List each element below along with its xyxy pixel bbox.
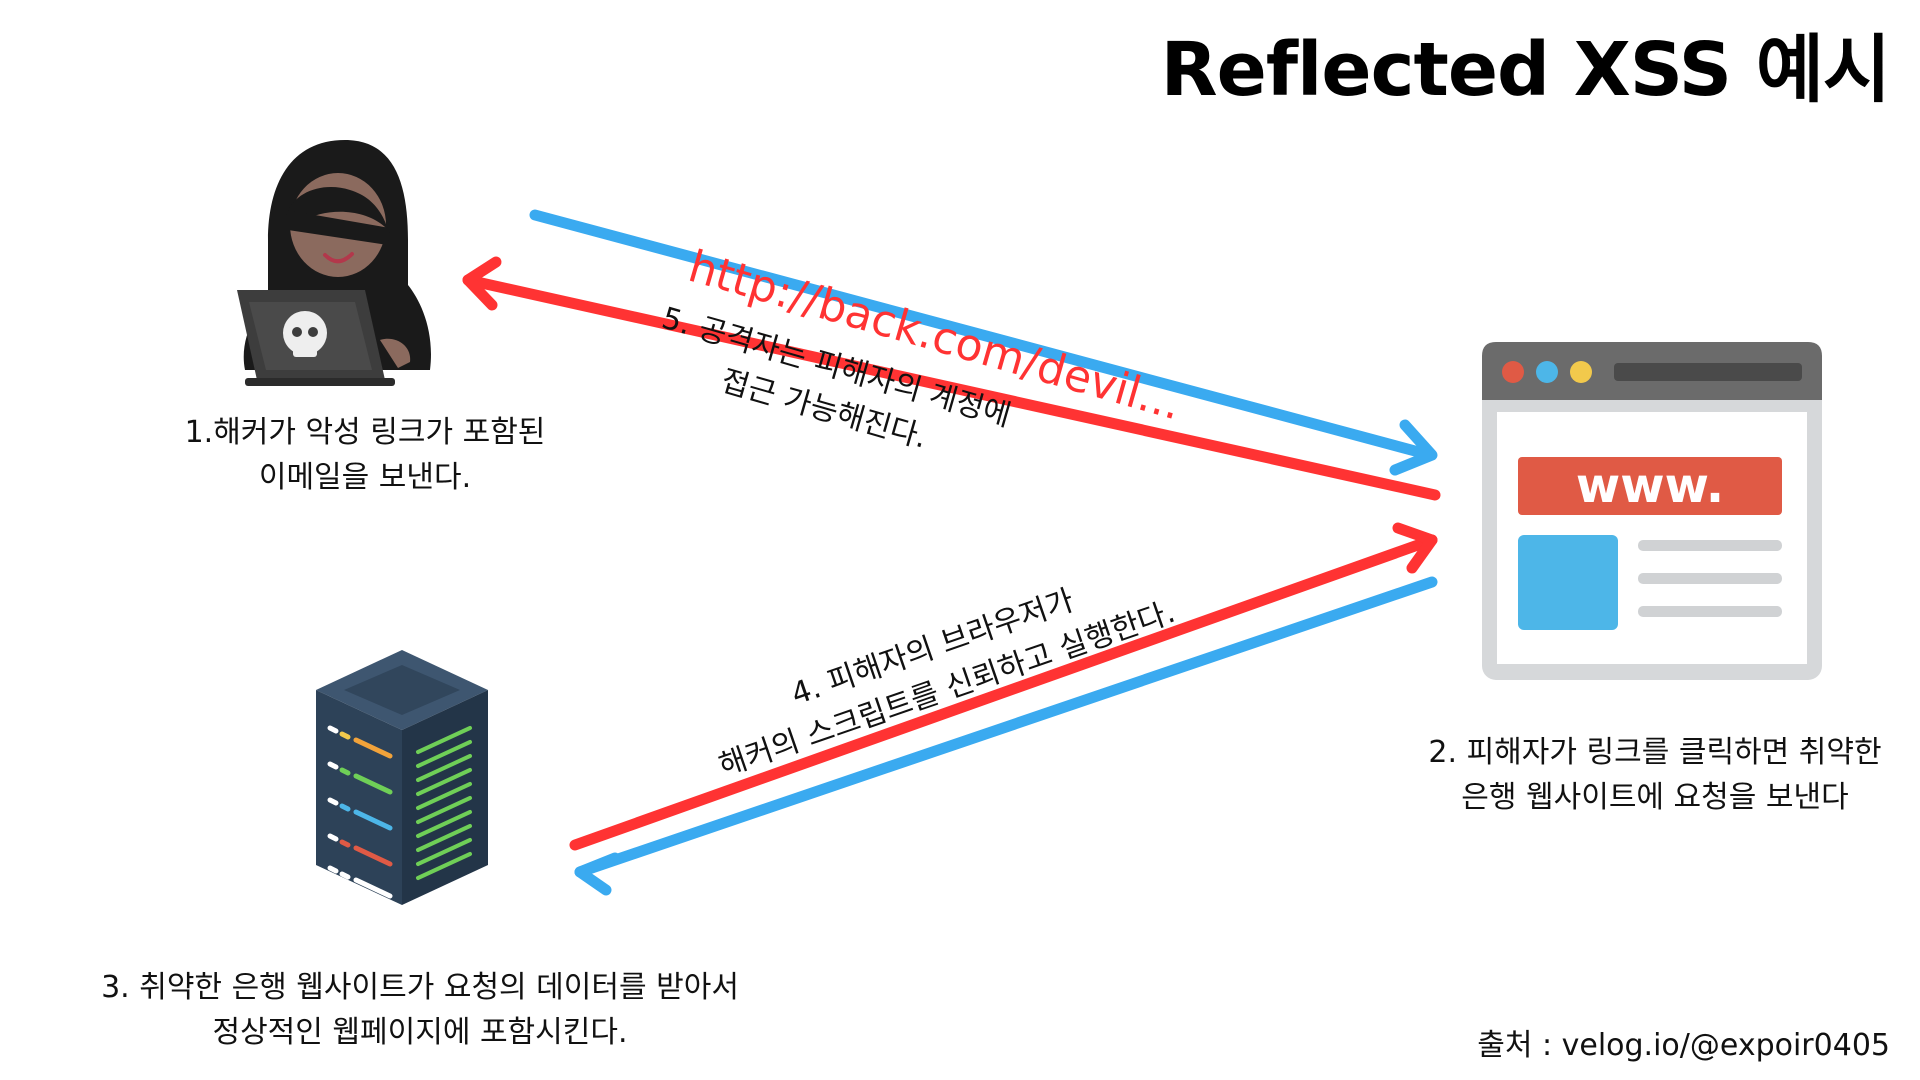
- www-banner: [1518, 457, 1782, 515]
- arrow-browser-to-server: [574, 576, 1438, 896]
- step2-line2: 은행 웹사이트에 요청을 보낸다: [1461, 780, 1849, 815]
- source-credit: 출처 : velog.io/@expoir0405: [1477, 1028, 1890, 1063]
- step3-line2: 정상적인 웹페이지에 포함시킨다.: [212, 1015, 628, 1050]
- step1-caption: 1.해커가 악성 링크가 포함된 이메일을 보낸다.: [110, 410, 620, 500]
- skull-laptop-icon: [237, 290, 411, 386]
- step3-line1: 3. 취약한 은행 웹사이트가 요청의 데이터를 받아서: [101, 970, 739, 1005]
- browser-www-label: www.: [1576, 458, 1724, 514]
- step3-caption: 3. 취약한 은행 웹사이트가 요청의 데이터를 받아서 정상적인 웹페이지에 …: [60, 965, 780, 1055]
- server-rack-icon: [316, 650, 488, 905]
- step1-line1: 1.해커가 악성 링크가 포함된: [184, 415, 546, 450]
- step2-line1: 2. 피해자가 링크를 클릭하면 취약한: [1428, 735, 1882, 770]
- arrow-browser-to-hacker: [462, 256, 1441, 501]
- arrow-server-to-browser: [569, 522, 1438, 851]
- arrow-hacker-to-browser: [529, 209, 1438, 476]
- step2-caption: 2. 피해자가 링크를 클릭하면 취약한 은행 웹사이트에 요청을 보낸다: [1390, 730, 1920, 820]
- step1-line2: 이메일을 보낸다.: [258, 460, 472, 495]
- page-title: Reflected XSS 예시: [1160, 27, 1891, 113]
- browser-window-icon: [1482, 342, 1822, 680]
